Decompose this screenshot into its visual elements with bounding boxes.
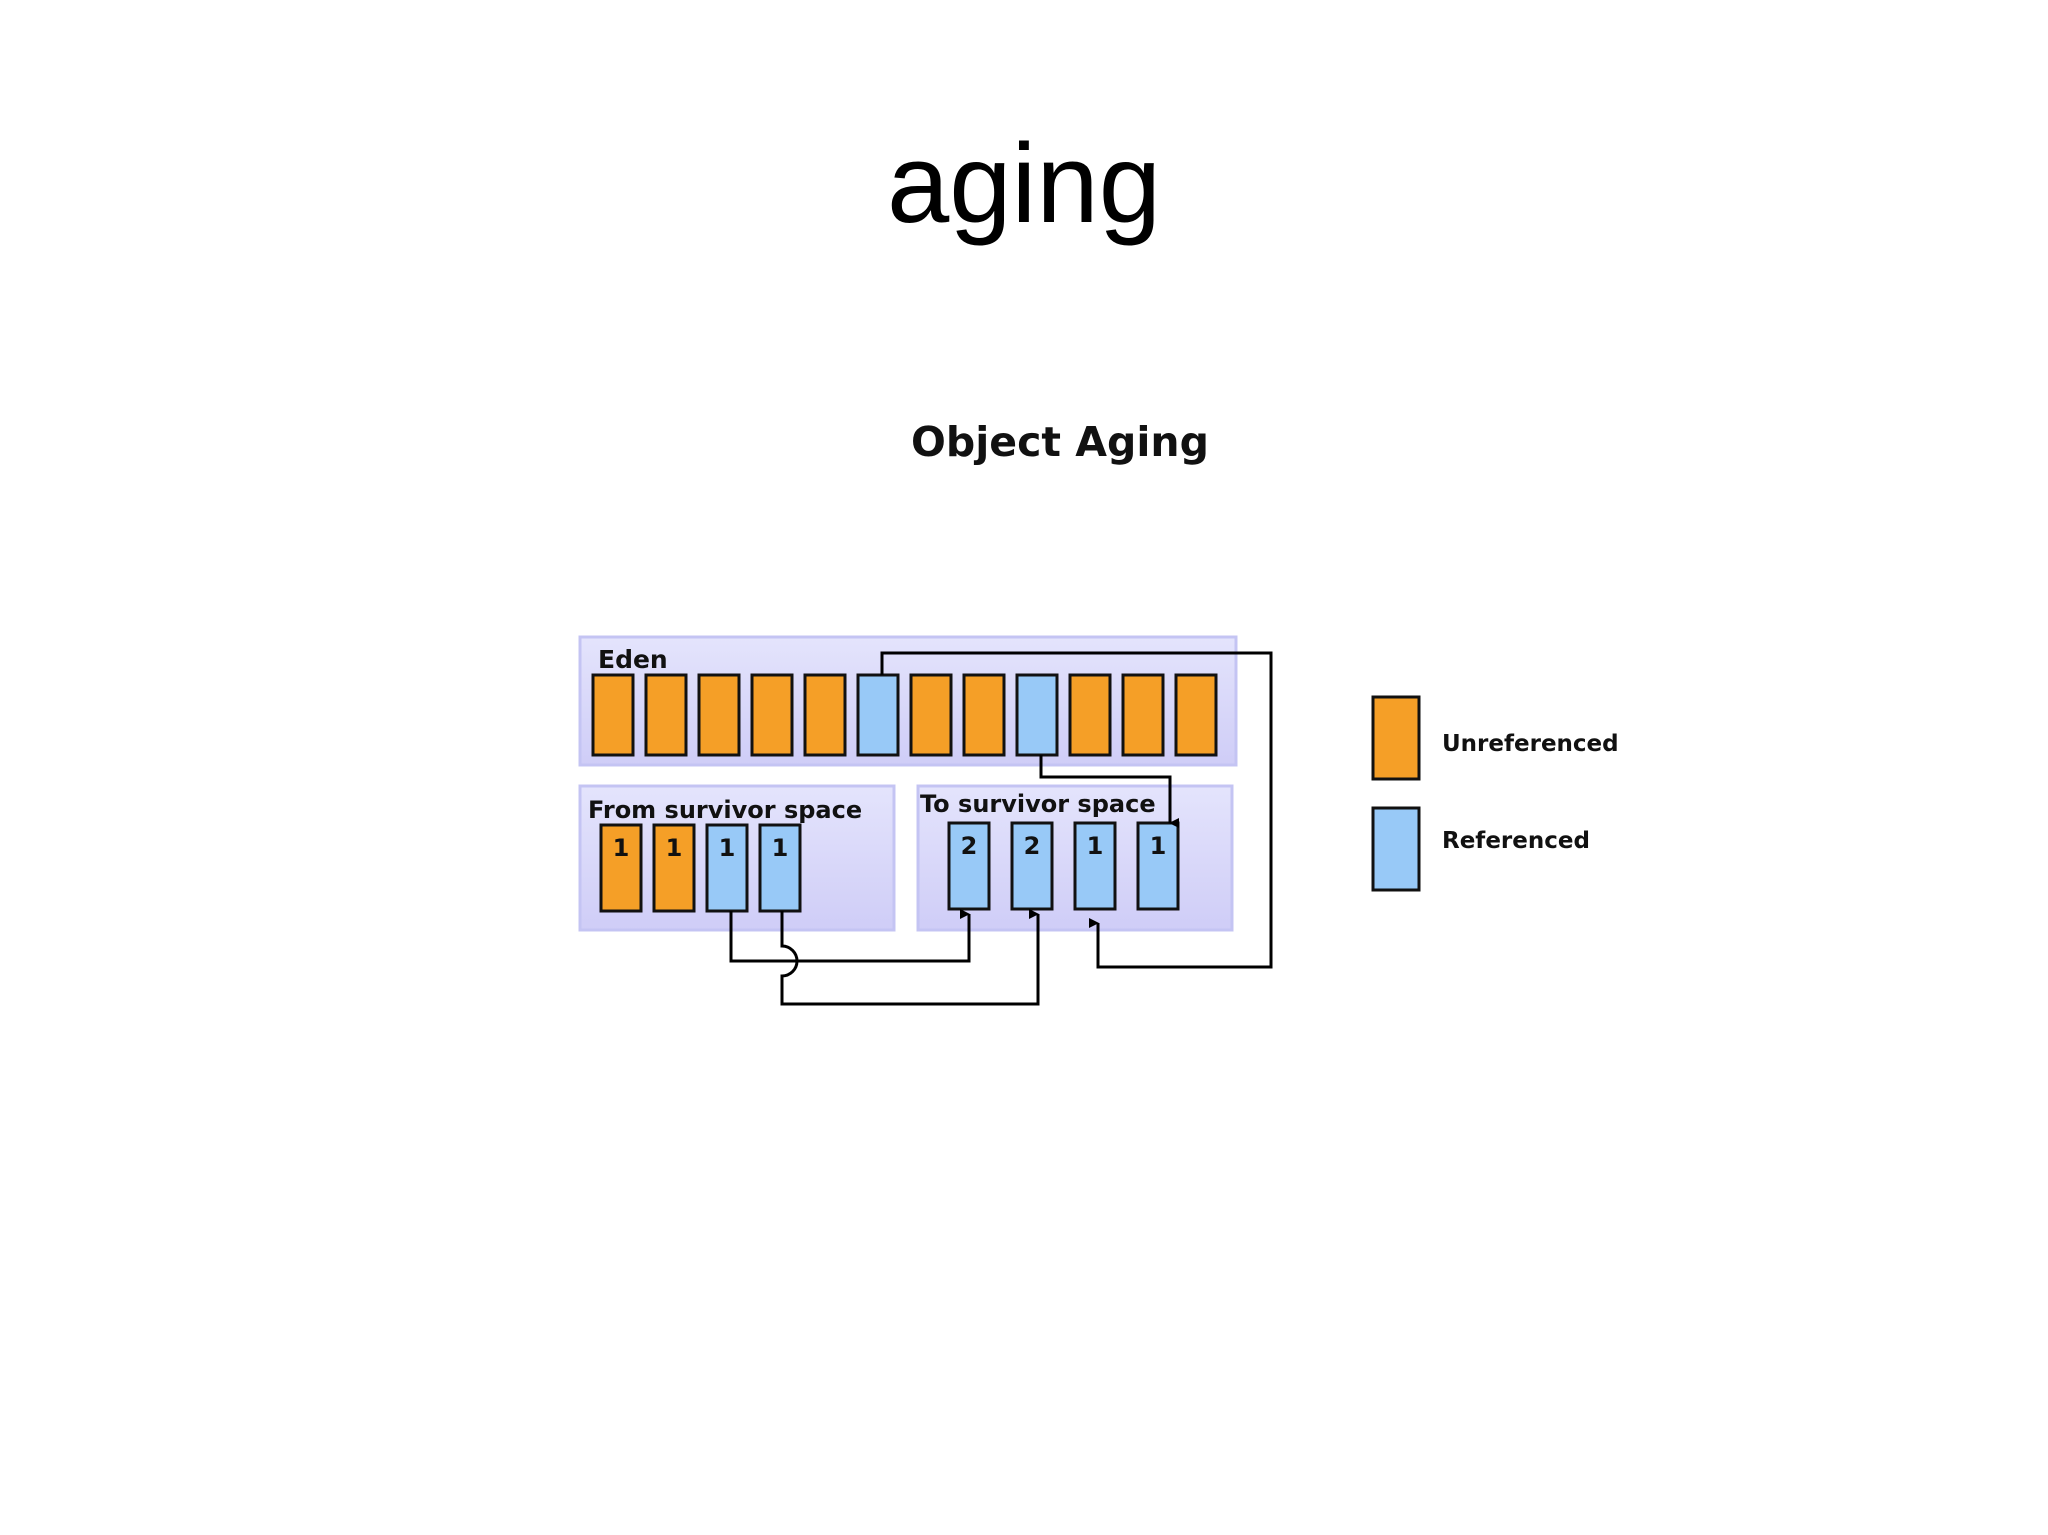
legend-unreferenced-swatch — [1371, 695, 1421, 781]
object-age-label: 1 — [719, 834, 736, 862]
from-survivor-object — [652, 823, 696, 913]
eden-object — [1174, 673, 1218, 757]
from-survivor-object — [599, 823, 643, 913]
to-survivor-label: To survivor space — [920, 790, 1156, 818]
to-survivor-object — [1073, 821, 1117, 911]
to-survivor-objects: 2 2 1 1 — [947, 821, 1180, 911]
slide-title: aging — [886, 121, 1162, 246]
object-age-label: 1 — [666, 834, 683, 862]
to-survivor-object — [947, 821, 991, 911]
legend-referenced-label: Referenced — [1442, 828, 1590, 854]
eden-objects — [591, 673, 1218, 757]
eden-object — [803, 673, 847, 757]
object-age-label: 1 — [772, 834, 789, 862]
eden-object — [644, 673, 688, 757]
legend-referenced-swatch — [1371, 806, 1421, 892]
from-survivor-label: From survivor space — [588, 796, 862, 824]
from-survivor-object — [758, 823, 802, 913]
eden-label: Eden — [598, 645, 668, 674]
connector-eden-to-survivor — [880, 651, 1273, 969]
object-age-label: 1 — [1087, 832, 1104, 860]
eden-object — [591, 673, 635, 757]
eden-object — [856, 673, 900, 757]
from-survivor-object — [705, 823, 749, 913]
eden-object — [697, 673, 741, 757]
diagram-title: Object Aging — [911, 418, 1209, 466]
eden-object — [909, 673, 953, 757]
connector-eden-to-survivor — [1039, 755, 1179, 828]
to-survivor-object — [1136, 821, 1180, 911]
object-age-label: 1 — [1150, 832, 1167, 860]
from-survivor-objects: 1 1 1 1 — [599, 823, 802, 913]
eden-object — [962, 673, 1006, 757]
eden-object — [1121, 673, 1165, 757]
connector-from-to-survivor — [780, 909, 1040, 1006]
connector-from-to-survivor — [729, 909, 971, 963]
object-age-label: 2 — [1024, 832, 1041, 860]
to-survivor-object — [1010, 821, 1054, 911]
eden-object — [750, 673, 794, 757]
object-age-label: 1 — [613, 834, 630, 862]
object-age-label: 2 — [961, 832, 978, 860]
eden-object — [1015, 673, 1059, 757]
eden-object — [1068, 673, 1112, 757]
legend-unreferenced-label: Unreferenced — [1442, 731, 1619, 757]
